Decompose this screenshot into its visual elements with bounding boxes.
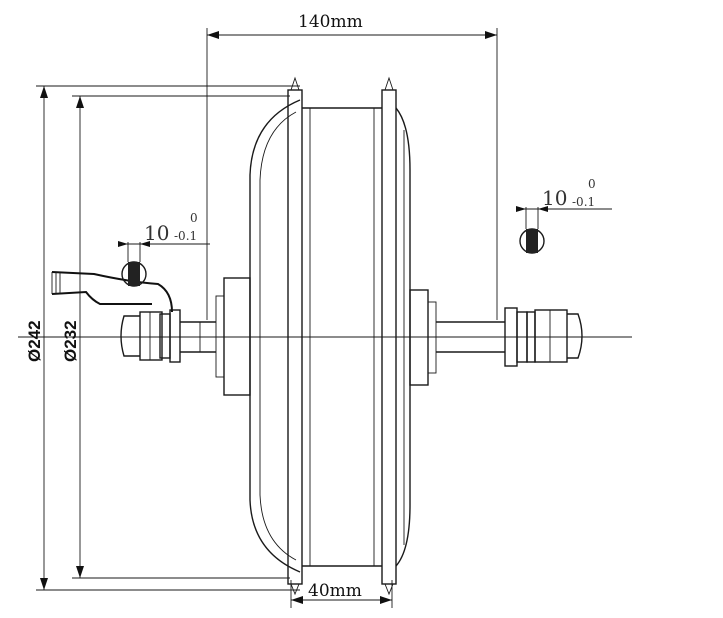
left-flat-nominal: 10: [144, 221, 169, 245]
right-axle-flat-callout: 10 0 -0.1: [516, 177, 612, 254]
right-hub-boss: [409, 289, 429, 386]
right-flat-nominal: 10: [542, 186, 567, 210]
rim-diameter-label: Ø232: [61, 320, 80, 362]
right-flat-lower-tol: -0.1: [572, 195, 595, 209]
outer-diameter-dimension: Ø242: [25, 85, 300, 591]
right-flat-upper-tol: 0: [588, 177, 596, 191]
rim-width-label: 40mm: [308, 581, 362, 601]
motor-cable: [51, 271, 173, 313]
hub-motor-body: [249, 76, 411, 596]
left-axle-flat-callout: 10 0 -0.1: [118, 211, 210, 287]
overall-width-label: 140mm: [298, 12, 363, 32]
rim-width-dimension: 40mm: [290, 580, 393, 608]
left-flat-upper-tol: 0: [190, 211, 198, 225]
left-hub-boss: [223, 277, 251, 396]
overall-width-dimension: 140mm: [206, 12, 498, 320]
right-axle-assembly: [436, 307, 583, 367]
outer-diameter-label: Ø242: [25, 320, 44, 362]
rim-diameter-dimension: Ø232: [61, 95, 290, 579]
left-axle-assembly: [120, 309, 216, 363]
left-flat-lower-tol: -0.1: [174, 229, 197, 243]
